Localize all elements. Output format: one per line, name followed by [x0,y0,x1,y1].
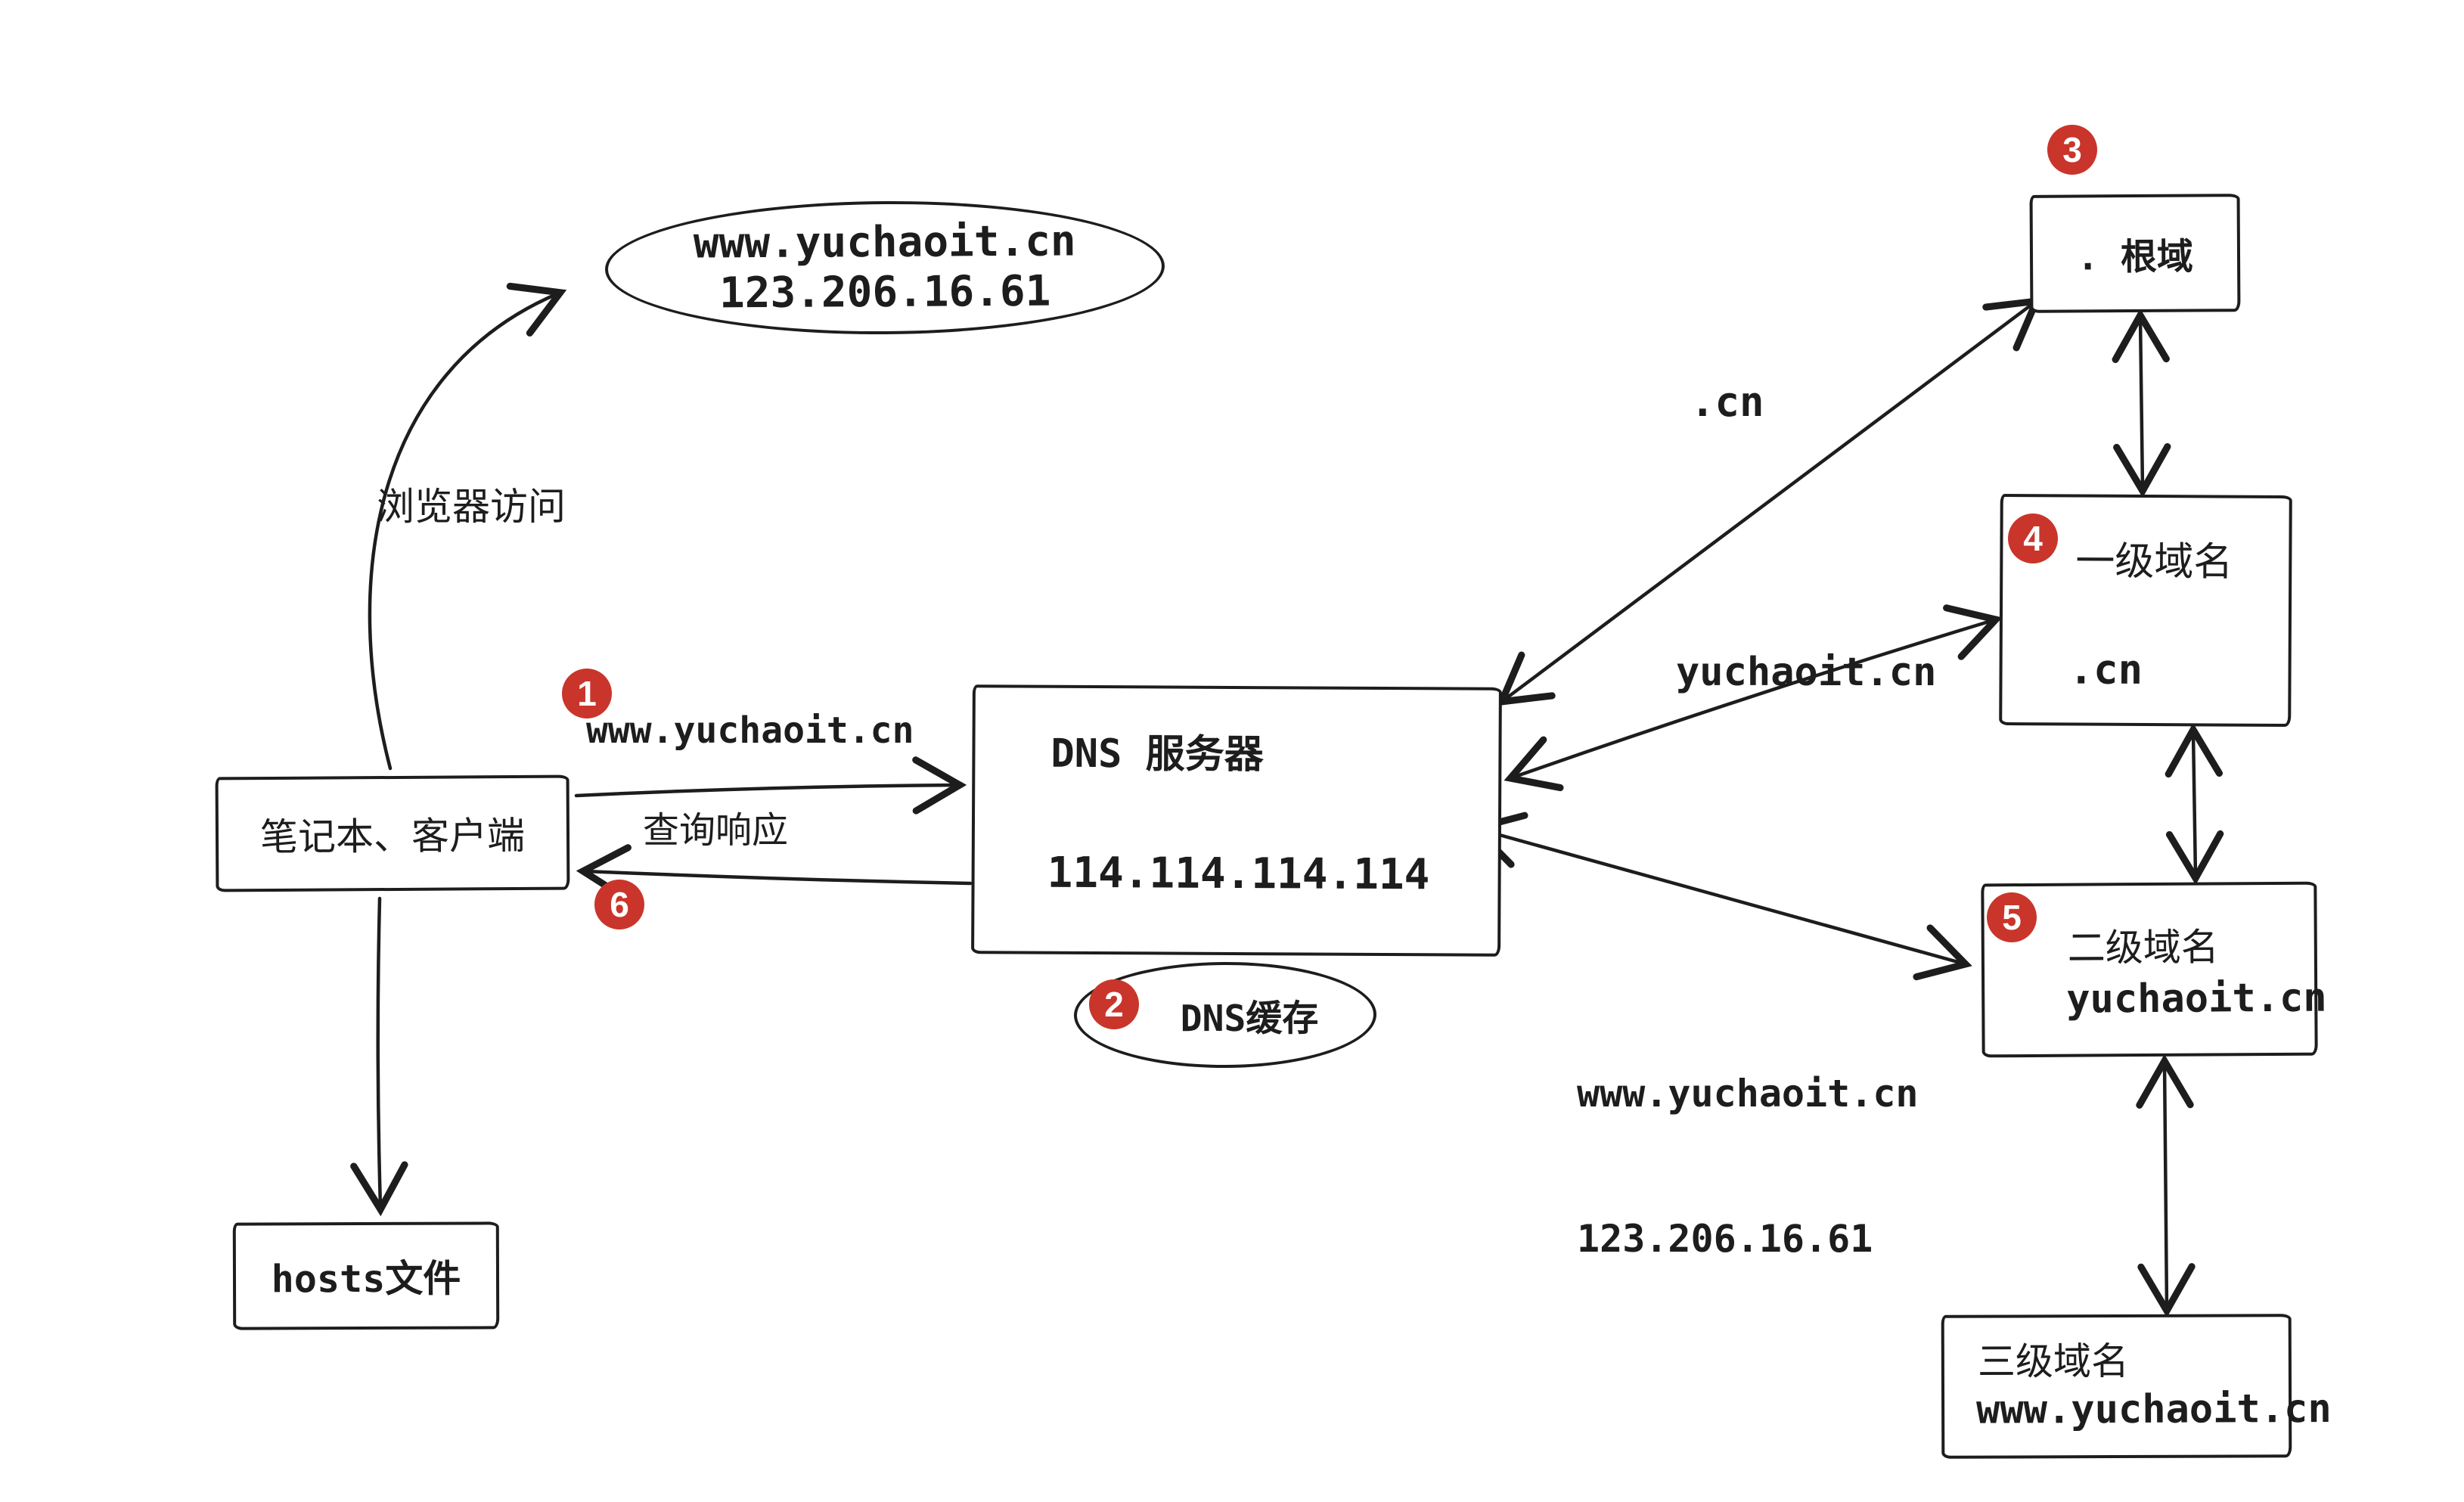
step-badge-1: 1 [562,669,612,718]
arrow-dns-sld [1469,812,1972,981]
hosts-file-label: hosts文件 [271,1256,461,1302]
arrow-sld-third [2136,1054,2196,1318]
client-box: 笔记本、客户端 [215,774,570,892]
arrow-root-tld [2112,308,2171,498]
query-request-label: www.yuchaoit.cn [586,709,914,752]
dns-cache-label: DNS缓存 [1180,997,1319,1041]
resolved-ip-text: 123.206.16.61 [718,266,1051,318]
root-query-label: .cn [1690,378,1764,426]
step-badge-4: 4 [2008,514,2058,563]
query-response-label: 查询响应 [643,811,789,851]
third-level-title: 三级域名 [1977,1339,2129,1383]
step-badge-3: 3 [2047,125,2097,175]
arrow-tld-sld [2165,722,2224,886]
dns-server-ip: 114.114.114.114 [1047,848,1430,900]
arrow-dns-root [1496,296,2042,706]
sld-box-domain: yuchaoit.cn [2066,975,2327,1023]
third-level-box: 三级域名 www.yuchaoit.cn [1941,1314,2332,1459]
step-badge-6: 6 [594,880,644,929]
tld-query-label: yuchaoit.cn [1676,650,1937,695]
client-box-label: 笔记本、客户端 [259,814,526,859]
step-badge-2: 2 [1089,979,1139,1029]
arrow-client-to-hosts [350,896,408,1217]
arrow-browser-access [368,282,567,771]
arrow-query-request [574,756,967,815]
root-domain-label: . 根域 [2076,235,2194,279]
dns-server-title: DNS 服务器 [1050,731,1264,778]
sld-query-domain: www.yuchaoit.cn [1577,1072,1919,1116]
sld-box-title: 二级域名 [2067,926,2219,970]
dns-server-box: DNS 服务器 114.114.114.114 [971,684,1502,957]
third-level-domain: www.yuchaoit.cn [1976,1386,2332,1433]
hosts-file-box: hosts文件 [232,1221,500,1330]
tld-box-title: 一级域名 [2075,539,2233,585]
root-domain-box: . 根域 [2029,194,2241,313]
arrow-dns-tld [1504,604,2003,792]
arrow-query-response [576,844,973,902]
resolved-domain-text: www.yuchaoit.cn [693,216,1076,268]
tld-box-domain: .cn [2068,645,2143,694]
browser-access-label: 浏览器访问 [377,486,566,528]
step-badge-5: 5 [1987,892,2037,942]
sld-query-ip: 123.206.16.61 [1577,1217,1873,1261]
sld-query-label: www.yuchaoit.cn 123.206.16.61 [1577,973,1919,1360]
